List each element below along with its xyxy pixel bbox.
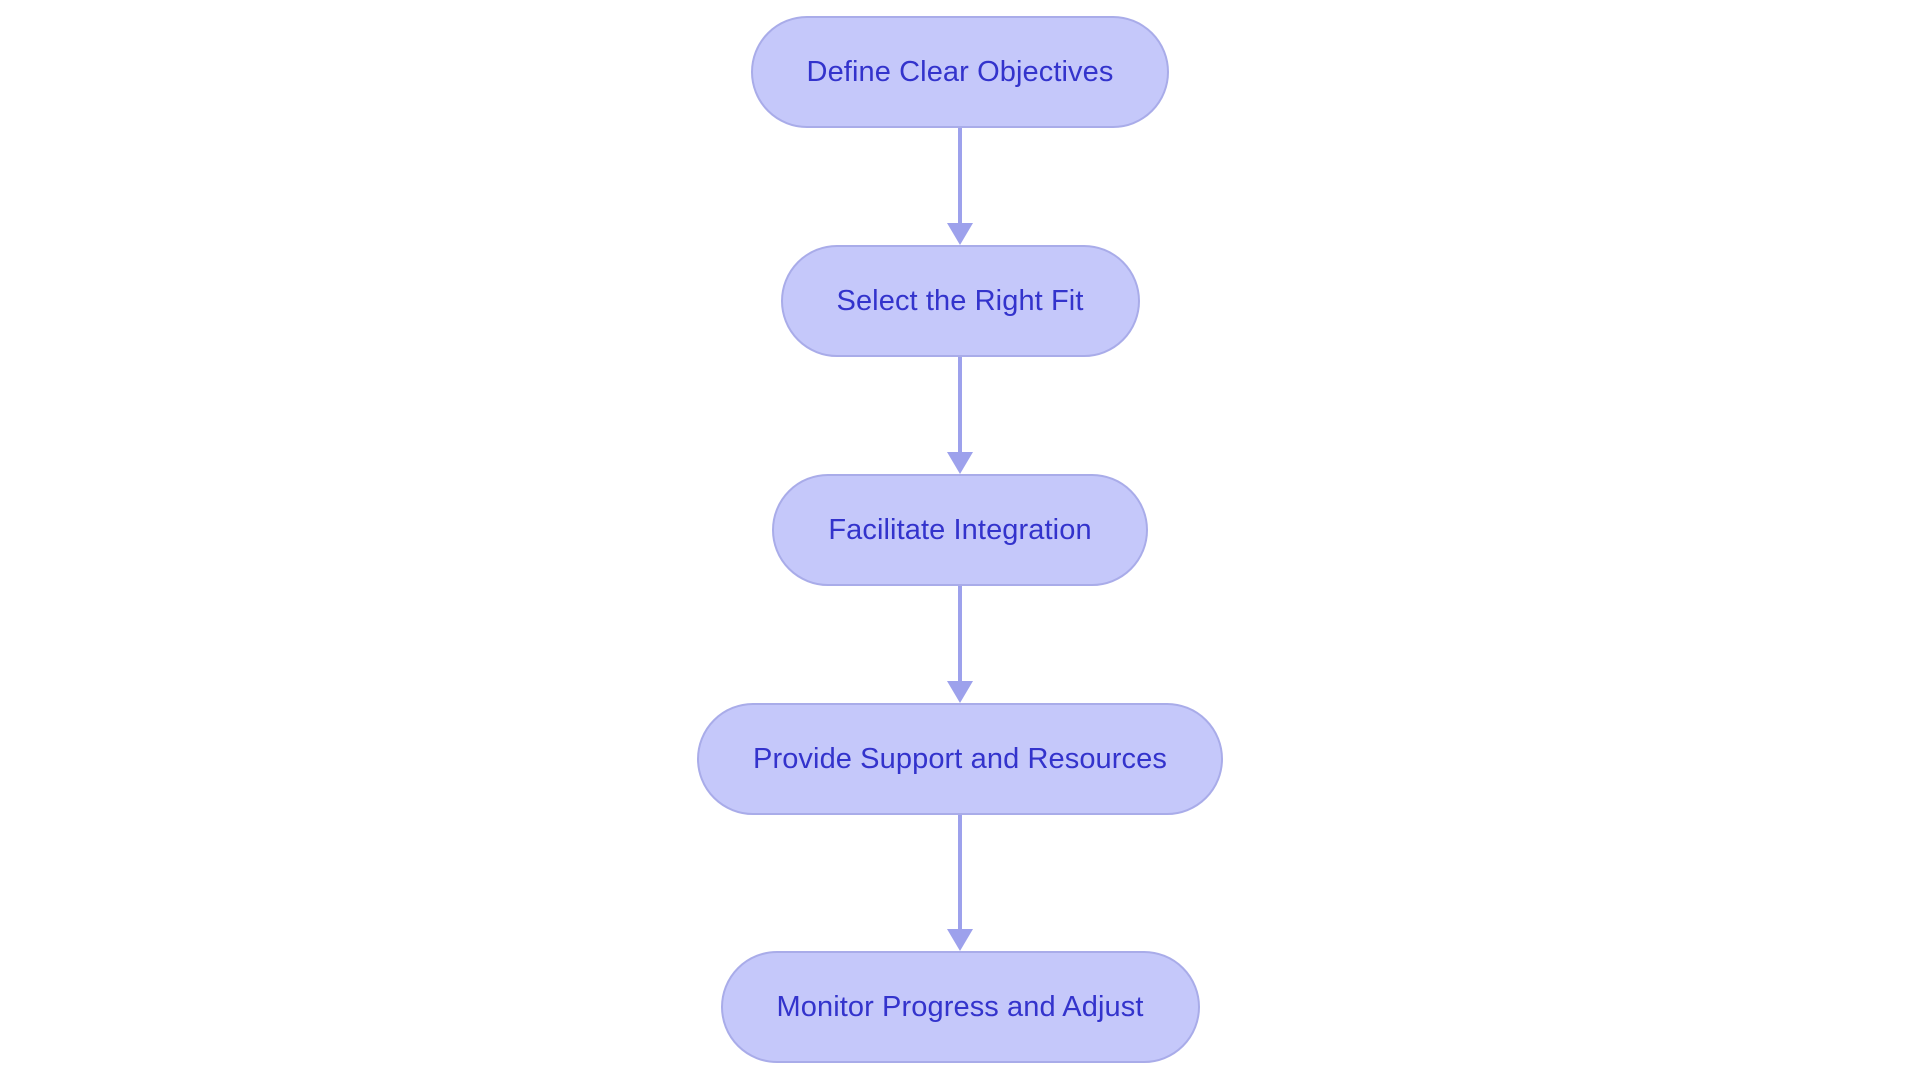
connector-shaft	[958, 128, 962, 224]
flow-node-label: Monitor Progress and Adjust	[776, 990, 1144, 1023]
flow-node-step-3[interactable]: Facilitate Integration	[772, 474, 1148, 586]
down-arrow-icon	[947, 929, 973, 951]
flow-node-step-2[interactable]: Select the Right Fit	[780, 245, 1140, 357]
flow-connector-3-4	[947, 586, 973, 703]
connector-shaft	[958, 815, 962, 930]
flow-node-step-5[interactable]: Monitor Progress and Adjust	[720, 951, 1200, 1063]
connector-shaft	[958, 357, 962, 453]
connector-shaft	[958, 586, 962, 682]
flow-connector-4-5	[947, 815, 973, 951]
flow-connector-2-3	[947, 357, 973, 474]
down-arrow-icon	[947, 452, 973, 474]
flow-node-label: Provide Support and Resources	[753, 742, 1167, 775]
flow-node-label: Define Clear Objectives	[806, 55, 1114, 88]
flow-node-label: Select the Right Fit	[836, 284, 1084, 317]
flow-node-label: Facilitate Integration	[828, 513, 1092, 546]
flow-connector-1-2	[947, 128, 973, 245]
flow-node-step-1[interactable]: Define Clear Objectives	[750, 16, 1170, 128]
down-arrow-icon	[947, 681, 973, 703]
down-arrow-icon	[947, 223, 973, 245]
flow-node-step-4[interactable]: Provide Support and Resources	[697, 703, 1223, 815]
